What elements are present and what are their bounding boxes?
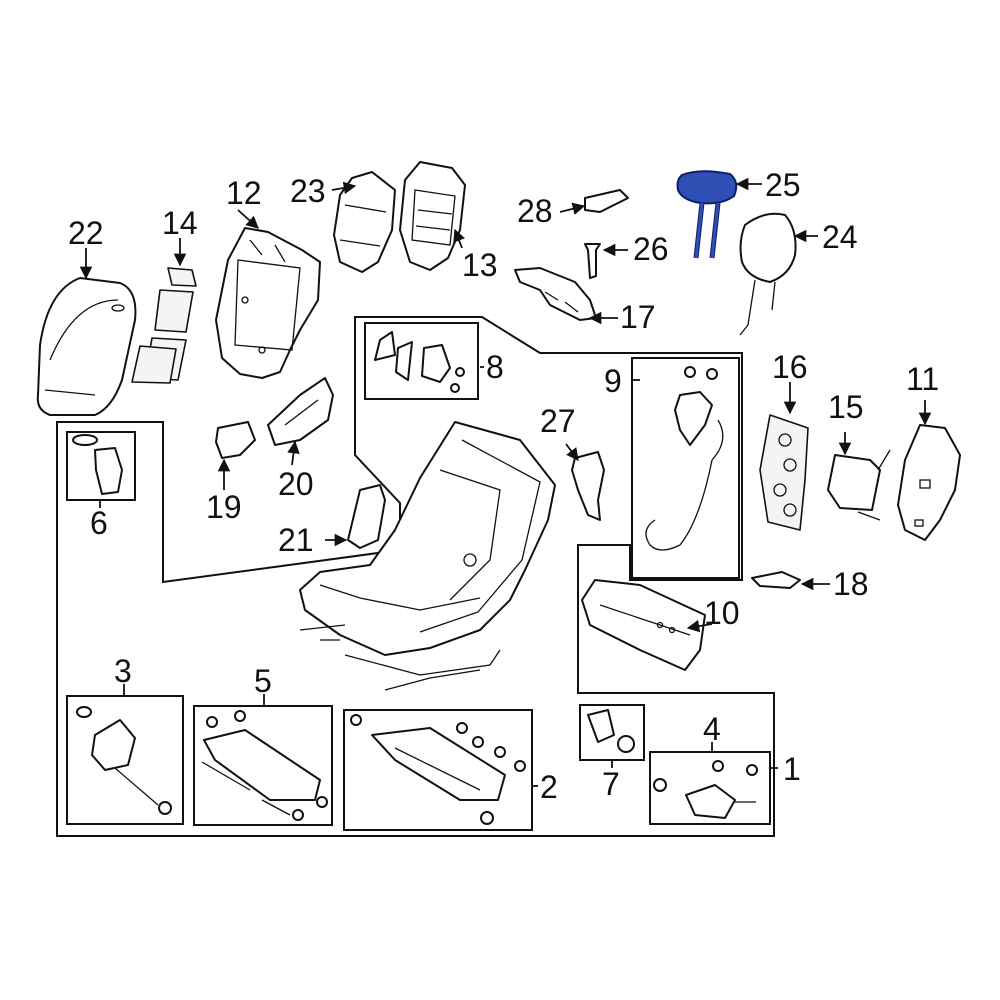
bracket-6-part[interactable] [72, 434, 123, 495]
part-5-box [193, 705, 333, 826]
callout-25: 25 [765, 167, 801, 203]
headrest-25-part[interactable] [676, 170, 738, 259]
sensor-7-part[interactable] [587, 709, 635, 753]
headrest-24-part[interactable] [739, 212, 797, 336]
callout-16: 16 [772, 349, 808, 385]
part-6-box [66, 431, 136, 501]
cover-21-part[interactable] [347, 484, 386, 549]
part-2-box [343, 709, 533, 831]
lumbar-pad-16-part[interactable] [759, 414, 809, 531]
part-8-box [364, 322, 479, 400]
bracket-17-part[interactable] [514, 267, 597, 321]
headrest-guide-part[interactable] [584, 243, 601, 279]
callout-10: 10 [704, 595, 740, 631]
rail-10-part[interactable] [581, 579, 706, 671]
cover-20-part[interactable] [267, 377, 334, 446]
bracket-27-part[interactable] [571, 451, 605, 521]
track-2-part[interactable] [350, 714, 526, 825]
callout-12: 12 [226, 175, 262, 211]
callout-27: 27 [540, 403, 576, 439]
callout-20: 20 [278, 466, 314, 502]
callout-labels: 1 2 3 4 5 6 7 8 9 10 11 12 13 14 15 16 1… [68, 167, 939, 805]
callout-17: 17 [620, 299, 656, 335]
trim-cover-28-part[interactable] [584, 189, 629, 213]
release-cable-9-part[interactable] [645, 366, 724, 551]
callout-1: 1 [783, 751, 801, 787]
seat-back-cover-part[interactable] [36, 277, 137, 416]
callout-14: 14 [162, 205, 198, 241]
part-3-box [66, 695, 184, 825]
callout-15: 15 [828, 389, 864, 425]
callout-13: 13 [462, 247, 498, 283]
track-5-part[interactable] [201, 710, 328, 821]
seat-frame-main-part[interactable] [299, 421, 556, 691]
part-4-box [649, 751, 771, 825]
back-frame-panel-part[interactable] [215, 227, 321, 379]
back-cover-panel-part[interactable] [333, 171, 396, 273]
callout-9: 9 [604, 363, 622, 399]
latch-18-part[interactable] [751, 571, 801, 589]
motor-4-part[interactable] [653, 760, 758, 819]
callout-24: 24 [822, 219, 858, 255]
recliner-bracket-8-part[interactable] [374, 331, 465, 393]
part-9-box [631, 357, 740, 579]
back-inner-panel-part[interactable] [399, 161, 466, 271]
callout-5: 5 [254, 663, 272, 699]
back-pad-set-part[interactable] [131, 267, 197, 384]
callout-6: 6 [90, 505, 108, 541]
adjuster-3-part[interactable] [76, 706, 172, 815]
side-trim-panel-11-part[interactable] [897, 424, 961, 541]
callout-28: 28 [517, 193, 553, 229]
callout-8: 8 [486, 349, 504, 385]
bracket-15-part[interactable] [827, 449, 891, 521]
callout-18: 18 [833, 566, 869, 602]
callout-2: 2 [540, 769, 558, 805]
callout-22: 22 [68, 215, 104, 251]
callout-26: 26 [633, 231, 669, 267]
callout-21: 21 [278, 522, 314, 558]
leader-lines [79, 177, 932, 787]
callout-11: 11 [906, 361, 939, 397]
callout-4: 4 [703, 711, 721, 747]
callout-23: 23 [290, 173, 326, 209]
callout-19: 19 [206, 489, 242, 525]
callout-7: 7 [602, 766, 620, 802]
callout-3: 3 [114, 653, 132, 689]
cover-19-part[interactable] [215, 421, 256, 459]
